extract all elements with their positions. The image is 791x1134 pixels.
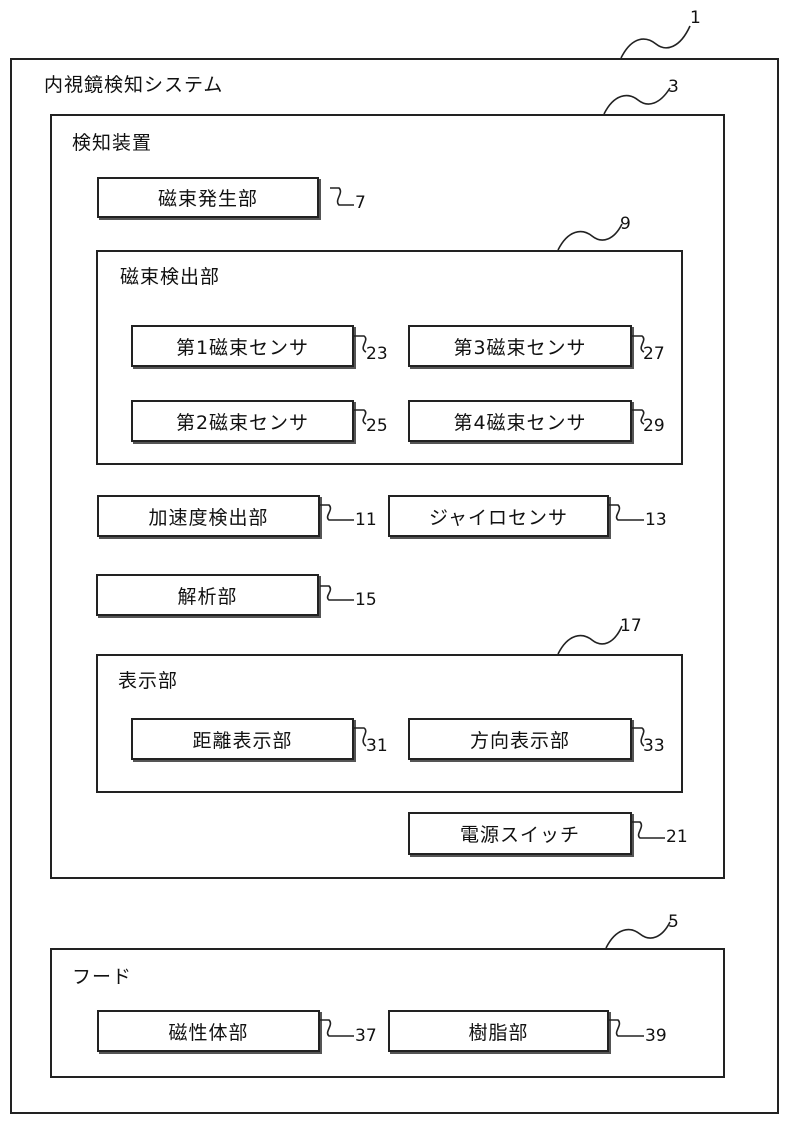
second-magnetic-sensor-box: 第2磁束センサ (131, 400, 354, 442)
ref-15: 15 (355, 590, 377, 610)
detection-device-title: 検知装置 (72, 128, 152, 155)
fourth-magnetic-sensor-box: 第4磁束センサ (408, 400, 632, 442)
ref-39: 39 (645, 1026, 667, 1046)
analysis-unit-box: 解析部 (96, 574, 319, 616)
ref-23: 23 (366, 344, 388, 364)
ref-29: 29 (643, 416, 665, 436)
gyro-sensor-box: ジャイロセンサ (388, 495, 609, 537)
ref-17: 17 (620, 616, 642, 636)
distance-display-box: 距離表示部 (131, 718, 354, 760)
system-title: 内視鏡検知システム (44, 70, 223, 97)
display-unit-title: 表示部 (118, 666, 178, 693)
third-magnetic-sensor-box: 第3磁束センサ (408, 325, 632, 367)
ref-33: 33 (643, 736, 665, 756)
magnetic-body-box: 磁性体部 (97, 1010, 320, 1052)
power-switch-box: 電源スイッチ (408, 812, 632, 855)
ref-3: 3 (668, 77, 679, 97)
magnetic-flux-generator-box: 磁束発生部 (97, 177, 319, 218)
ref-5: 5 (668, 912, 679, 932)
ref-7: 7 (355, 193, 366, 213)
ref-25: 25 (366, 416, 388, 436)
ref-1: 1 (690, 8, 701, 28)
leader-1 (621, 26, 690, 58)
ref-27: 27 (643, 344, 665, 364)
ref-37: 37 (355, 1026, 377, 1046)
ref-31: 31 (366, 736, 388, 756)
ref-11: 11 (355, 510, 377, 530)
acceleration-detector-box: 加速度検出部 (97, 495, 320, 537)
direction-display-box: 方向表示部 (408, 718, 632, 760)
ref-13: 13 (645, 510, 667, 530)
first-magnetic-sensor-box: 第1磁束センサ (131, 325, 354, 367)
resin-portion-box: 樹脂部 (388, 1010, 609, 1052)
hood-title: フード (72, 962, 132, 989)
magnetic-flux-detection-title: 磁束検出部 (120, 262, 220, 289)
ref-9: 9 (620, 214, 631, 234)
ref-21: 21 (666, 827, 688, 847)
